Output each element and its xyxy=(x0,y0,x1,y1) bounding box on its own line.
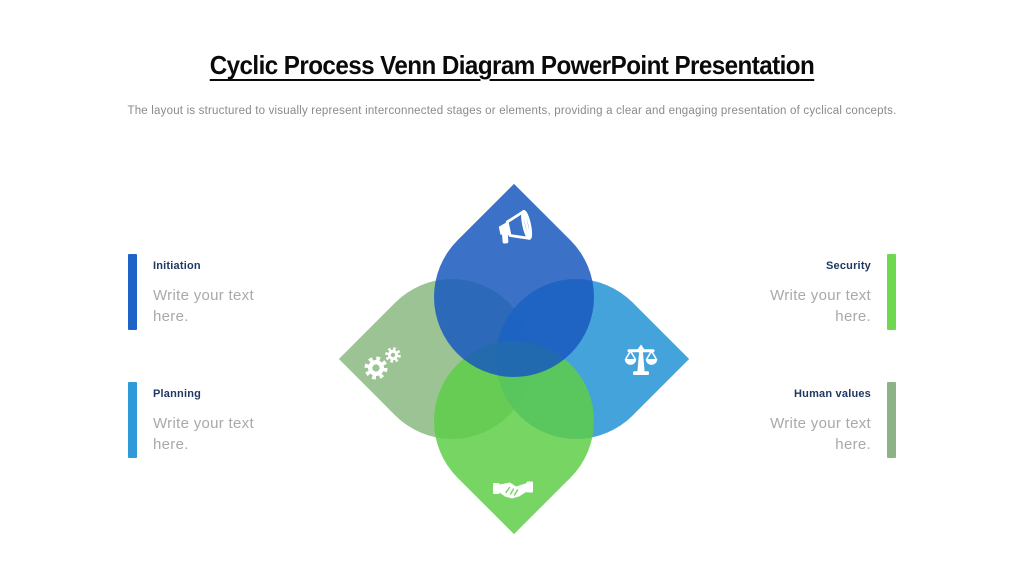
title-wrap: Cyclic Process Venn Diagram PowerPoint P… xyxy=(0,50,1024,81)
text-block-initiation: Initiation Write your text here. xyxy=(128,254,277,330)
block-label: Human values xyxy=(794,388,871,400)
petal-top xyxy=(434,183,594,377)
slide-subtitle: The layout is structured to visually rep… xyxy=(127,105,897,117)
block-label: Planning xyxy=(153,388,202,400)
megaphone-icon xyxy=(498,209,533,244)
text-block-planning: Planning Write your text here. xyxy=(128,382,277,458)
text-block-human-values: Human values Write your text here. xyxy=(747,382,896,458)
gears-icon xyxy=(364,347,401,380)
scales-icon xyxy=(624,344,658,375)
handshake-finger-gaps xyxy=(505,486,519,496)
accent-bar xyxy=(128,254,137,330)
block-label: Initiation xyxy=(153,260,201,272)
block-placeholder: Write your text here. xyxy=(153,415,254,453)
accent-bar xyxy=(128,382,137,458)
accent-bar xyxy=(887,254,896,330)
block-placeholder: Write your text here. xyxy=(770,415,871,453)
block-label: Security xyxy=(825,260,871,272)
page-title: Cyclic Process Venn Diagram PowerPoint P… xyxy=(209,50,815,80)
handshake-icon xyxy=(493,481,533,499)
block-placeholder: Write your text here. xyxy=(153,287,254,325)
text-block-security: Security Write your text here. xyxy=(747,254,896,330)
accent-bar xyxy=(887,382,896,458)
block-placeholder: Write your text here. xyxy=(770,287,871,325)
